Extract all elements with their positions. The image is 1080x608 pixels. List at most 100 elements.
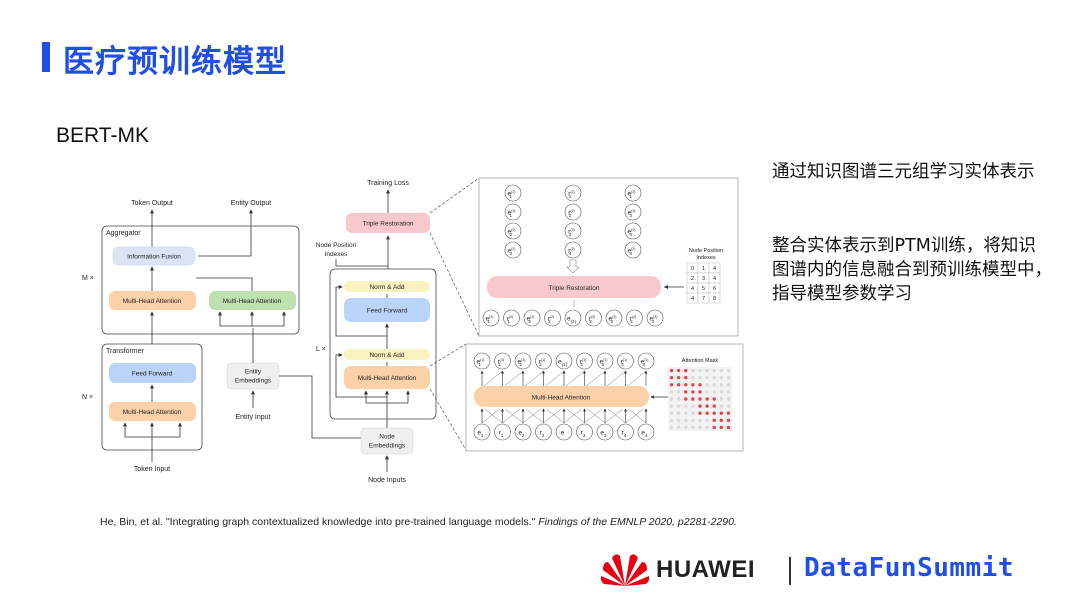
- attention-mask-cell: [698, 390, 702, 394]
- grid-node-4-label: r(2)2: [568, 209, 574, 218]
- attention-mask-cell: [676, 418, 681, 423]
- grid-node-10-label: r(2)4: [568, 247, 574, 256]
- attention-output-node-4: e(1): [555, 352, 573, 370]
- entity-embeddings-box: [226, 362, 280, 390]
- attention-input-node-5-label: r3: [581, 429, 586, 438]
- entity-embeddings-label-1: Entity: [245, 369, 262, 376]
- attention-output-node-4-subscript: (1): [562, 362, 568, 367]
- attention-mask-cell: [719, 425, 724, 430]
- attention-mask-cell: [705, 425, 709, 430]
- index-cell-value: 4: [713, 276, 716, 282]
- attention-mask-cell: [719, 368, 724, 373]
- detail-triple-restoration-box: [487, 276, 661, 298]
- restoration-input-node-8-subscript: 4: [651, 319, 654, 324]
- node-embeddings-label-2: Embeddings: [369, 443, 406, 450]
- attention-output-node-1: r(1)1: [494, 352, 511, 370]
- grid-node-11-symbol: e: [628, 247, 632, 254]
- transformer-feed-forward-box: [109, 363, 196, 383]
- node-position-label-1: Node Position: [316, 242, 357, 249]
- restoration-input-node-0-subscript: 1: [487, 319, 490, 324]
- encoder-mha-box: [344, 366, 430, 389]
- attention-mask-cell: [691, 418, 695, 423]
- attention-input-node-0: e1: [473, 423, 491, 441]
- grid-node-0-superscript: (2): [511, 190, 515, 194]
- attention-output-node-5: r(1)3: [576, 352, 593, 370]
- restoration-input-node-4-symbol: e: [567, 315, 571, 322]
- attention-mask-cell: [719, 383, 724, 387]
- attention-connection-lines: [480, 370, 648, 424]
- attention-input-node-2: e2: [514, 423, 532, 441]
- index-cell-value: 4: [713, 266, 716, 272]
- restoration-input-node-7: r(2)4: [626, 309, 643, 327]
- aggregator-label: Aggregator: [106, 230, 141, 237]
- transformer-mha-box: [109, 402, 196, 421]
- grid-node-5-label: e(2)3: [628, 209, 636, 218]
- grid-node-3-superscript: (2): [511, 209, 515, 213]
- attention-output-node-7: r(1)4: [617, 352, 634, 370]
- grid-node-1-symbol: r: [568, 190, 571, 197]
- citation-venue: Findings of the EMNLP 2020, p2281-2290.: [538, 516, 737, 528]
- grid-node-6-superscript: (2): [511, 228, 515, 232]
- attention-mask-cell: [691, 411, 695, 415]
- aggregator-block: [101, 225, 300, 335]
- restoration-input-node-5-superscript: (2): [591, 315, 595, 319]
- grid-node-7-subscript: 3: [569, 232, 572, 237]
- attention-mask-cell: [712, 425, 716, 430]
- attention-mask-cell: [669, 411, 674, 415]
- attention-mask-cell: [726, 425, 731, 430]
- attention-mask-cell: [691, 425, 695, 430]
- node-embeddings-label-1: Node: [379, 434, 395, 441]
- attention-mask-cell: [684, 411, 688, 415]
- attention-output-node-6-label: e(1)3: [600, 358, 608, 367]
- restoration-input-node-6-label: e(2)3: [609, 315, 617, 324]
- attention-mask-label: Attention Mask: [682, 358, 719, 364]
- attention-mask-cell: [676, 404, 681, 408]
- index-cell-value: 6: [713, 286, 716, 292]
- transformer-feed-forward-label: Feed Forward: [132, 371, 173, 378]
- attention-mask-cell: [691, 368, 695, 373]
- grid-node-4-subscript: 2: [569, 213, 572, 218]
- attention-mask-cell: [726, 368, 731, 373]
- attention-mask-cell: [712, 368, 716, 373]
- restoration-input-node-2-symbol: e: [527, 315, 531, 322]
- attention-input-node-6: e3: [596, 423, 614, 441]
- restoration-input-node-6-symbol: e: [609, 315, 613, 322]
- attention-output-node-3: r(1)2: [535, 352, 552, 370]
- attention-input-node-2-subscript: 2: [522, 433, 525, 438]
- attention-mask-cell: [669, 404, 674, 408]
- grid-node-10-symbol: r: [568, 247, 571, 254]
- restoration-input-node-7-label: r(2)4: [630, 315, 636, 324]
- restoration-input-node-1-superscript: (2): [509, 315, 513, 319]
- attention-input-node-0-label: e1: [477, 429, 484, 438]
- transformer-mha-label: Multi-Head Attention: [123, 409, 182, 416]
- index-cell-value: 5: [702, 286, 705, 292]
- restoration-input-node-3-superscript: (2): [550, 315, 554, 319]
- detail-triple-restoration-label: Triple Restoration: [548, 285, 599, 292]
- bullet-text-1: 通过知识图谱三元组学习实体表示: [772, 162, 1035, 182]
- encoder-feed-forward-box: [344, 298, 430, 322]
- index-cell-value: 2: [691, 276, 694, 282]
- token-output-label: Token Output: [131, 200, 173, 207]
- restoration-input-node-3-subscript: 2: [548, 319, 551, 324]
- restoration-input-node-1-symbol: r: [507, 315, 510, 322]
- attention-mask-cell: [712, 375, 716, 380]
- attention-mask-matrix: [668, 367, 732, 431]
- attention-input-node-7: r4: [617, 423, 634, 441]
- information-fusion-box: [112, 246, 196, 266]
- attention-mask-cell: [712, 397, 716, 401]
- grid-node-2-subscript: 1: [629, 194, 632, 199]
- attention-input-node-8-subscript: 4: [645, 433, 648, 438]
- attention-output-node-5-symbol: r: [580, 358, 583, 365]
- attention-output-node-0-subscript: 1: [478, 362, 481, 367]
- attention-output-node-0: e(1)1: [473, 352, 491, 370]
- datafun-wordmark: DataFunSummit: [804, 553, 1014, 583]
- attention-mask-cell: [726, 390, 731, 394]
- attention-mask-cell: [684, 390, 688, 394]
- m-times-label: M ×: [82, 275, 94, 282]
- l-times-label: L ×: [316, 346, 326, 353]
- restoration-input-node-3-symbol: r: [548, 315, 551, 322]
- encoder-block: [329, 268, 437, 420]
- encoder-feed-forward-label: Feed Forward: [367, 308, 408, 315]
- grid-node-2: e(2)1: [624, 184, 642, 202]
